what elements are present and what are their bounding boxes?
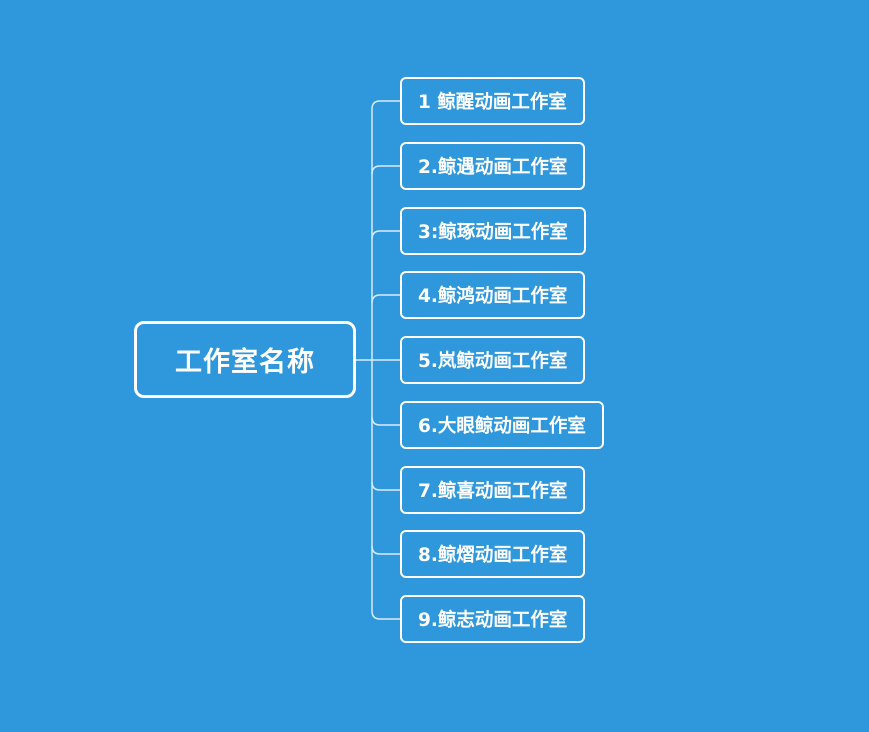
child-node-label: 5.岚鲸动画工作室 <box>418 351 568 372</box>
child-node-3[interactable]: 3:鲸琢动画工作室 <box>400 207 586 255</box>
child-node-label: 1 鲸醒动画工作室 <box>418 92 567 113</box>
connector-branch <box>371 230 400 240</box>
connector-branch <box>371 100 400 110</box>
child-node-label: 3:鲸琢动画工作室 <box>418 222 568 243</box>
child-node-label: 4.鲸鸿动画工作室 <box>418 286 568 307</box>
child-node-label: 7.鲸喜动画工作室 <box>418 481 568 502</box>
child-node-5[interactable]: 5.岚鲸动画工作室 <box>400 336 586 384</box>
child-node-4[interactable]: 4.鲸鸿动画工作室 <box>400 271 586 319</box>
child-node-label: 9.鲸志动画工作室 <box>418 610 568 631</box>
child-node-7[interactable]: 7.鲸喜动画工作室 <box>400 466 586 514</box>
connector-branch <box>371 610 400 620</box>
connector-branch <box>371 294 400 304</box>
child-node-label: 8.鲸熠动画工作室 <box>418 545 568 566</box>
child-node-6[interactable]: 6.大眼鲸动画工作室 <box>400 401 604 449</box>
connector-branch <box>371 545 400 555</box>
connector-branch <box>371 165 400 175</box>
child-node-label: 6.大眼鲸动画工作室 <box>418 416 586 437</box>
child-node-9[interactable]: 9.鲸志动画工作室 <box>400 595 586 643</box>
child-node-1[interactable]: 1 鲸醒动画工作室 <box>400 77 585 125</box>
child-node-label: 2.鲸遇动画工作室 <box>418 157 568 178</box>
child-node-8[interactable]: 8.鲸熠动画工作室 <box>400 530 586 578</box>
connector-branch <box>371 416 400 426</box>
root-node[interactable]: 工作室名称 <box>134 321 356 398</box>
root-node-label: 工作室名称 <box>175 347 315 378</box>
connector-branch <box>371 481 400 491</box>
child-node-2[interactable]: 2.鲸遇动画工作室 <box>400 142 586 190</box>
